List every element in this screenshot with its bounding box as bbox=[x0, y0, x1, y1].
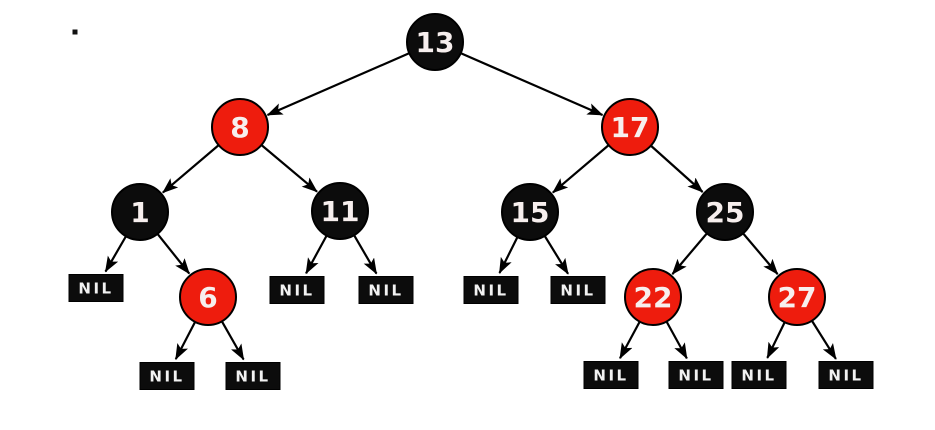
nil-box-nil-22L bbox=[583, 361, 639, 389]
nil-box-nil-1L bbox=[68, 274, 124, 302]
nil-label-nil-1L: NIL bbox=[78, 280, 113, 298]
nil-label-nil-22L: NIL bbox=[593, 367, 628, 385]
edge-13-to-8 bbox=[266, 51, 411, 117]
tree-node-label-22: 22 bbox=[634, 281, 673, 314]
edge-15-to-nil-15R bbox=[543, 234, 569, 275]
nil-box-nil-15R bbox=[550, 276, 606, 304]
tree-node-label-13: 13 bbox=[416, 26, 455, 59]
nil-label-nil-22R: NIL bbox=[678, 367, 713, 385]
nil-box-nil-11R bbox=[358, 276, 414, 304]
edge-27-to-nil-27R bbox=[810, 319, 837, 360]
tree-node-15 bbox=[501, 183, 559, 241]
edge-25-to-22 bbox=[671, 231, 709, 275]
tree-node-label-25: 25 bbox=[706, 196, 745, 229]
nil-label-nil-11L: NIL bbox=[279, 282, 314, 300]
nil-label-nil-27L: NIL bbox=[741, 367, 776, 385]
tree-node-6 bbox=[179, 268, 237, 326]
nil-box-nil-11L bbox=[269, 276, 325, 304]
tree-node-25 bbox=[696, 183, 754, 241]
tree-node-27 bbox=[768, 268, 826, 326]
tree-node-label-1: 1 bbox=[130, 196, 149, 229]
tree-node-label-15: 15 bbox=[511, 196, 550, 229]
tree-node-label-11: 11 bbox=[321, 195, 360, 228]
edge-6-to-nil-6L bbox=[174, 320, 197, 361]
nil-label-nil-15R: NIL bbox=[560, 282, 595, 300]
nil-label-nil-6L: NIL bbox=[149, 368, 184, 386]
tree-node-label-27: 27 bbox=[778, 281, 817, 314]
tree-node-1 bbox=[111, 183, 169, 241]
edge-6-to-nil-6R bbox=[220, 319, 245, 361]
edge-8-to-11 bbox=[259, 143, 318, 193]
stray-dot-artifact bbox=[72, 29, 78, 35]
nil-label-nil-6R: NIL bbox=[235, 368, 270, 386]
edge-22-to-nil-22L bbox=[619, 320, 642, 360]
edge-11-to-nil-11R bbox=[352, 233, 378, 275]
tree-node-label-17: 17 bbox=[611, 111, 650, 144]
edge-8-to-1 bbox=[162, 143, 221, 194]
tree-node-17 bbox=[601, 98, 659, 156]
nil-box-nil-6L bbox=[139, 362, 195, 390]
nil-box-nil-22R bbox=[668, 361, 724, 389]
edge-17-to-25 bbox=[649, 144, 704, 193]
nil-box-nil-15L bbox=[463, 276, 519, 304]
tree-node-label-8: 8 bbox=[230, 111, 249, 144]
nil-box-nil-27L bbox=[731, 361, 787, 389]
edge-13-to-17 bbox=[459, 51, 604, 117]
nil-label-nil-11R: NIL bbox=[368, 282, 403, 300]
tree-node-label-6: 6 bbox=[198, 281, 217, 314]
edge-27-to-nil-27L bbox=[766, 320, 787, 359]
tree-node-22 bbox=[624, 268, 682, 326]
edge-25-to-27 bbox=[741, 231, 779, 275]
nil-box-nil-6R bbox=[225, 362, 281, 390]
edge-11-to-nil-11L bbox=[305, 234, 329, 275]
tree-node-8 bbox=[211, 98, 269, 156]
edge-1-to-6 bbox=[156, 232, 191, 275]
nil-label-nil-27R: NIL bbox=[828, 367, 863, 385]
edge-17-to-15 bbox=[552, 143, 611, 194]
tree-node-11 bbox=[311, 182, 369, 240]
nil-label-nil-15L: NIL bbox=[473, 282, 508, 300]
edge-15-to-nil-15L bbox=[498, 235, 519, 274]
edge-1-to-nil-1L bbox=[104, 234, 128, 273]
tree-node-13 bbox=[406, 13, 464, 71]
nil-box-nil-27R bbox=[818, 361, 874, 389]
edge-22-to-nil-22R bbox=[665, 320, 688, 360]
